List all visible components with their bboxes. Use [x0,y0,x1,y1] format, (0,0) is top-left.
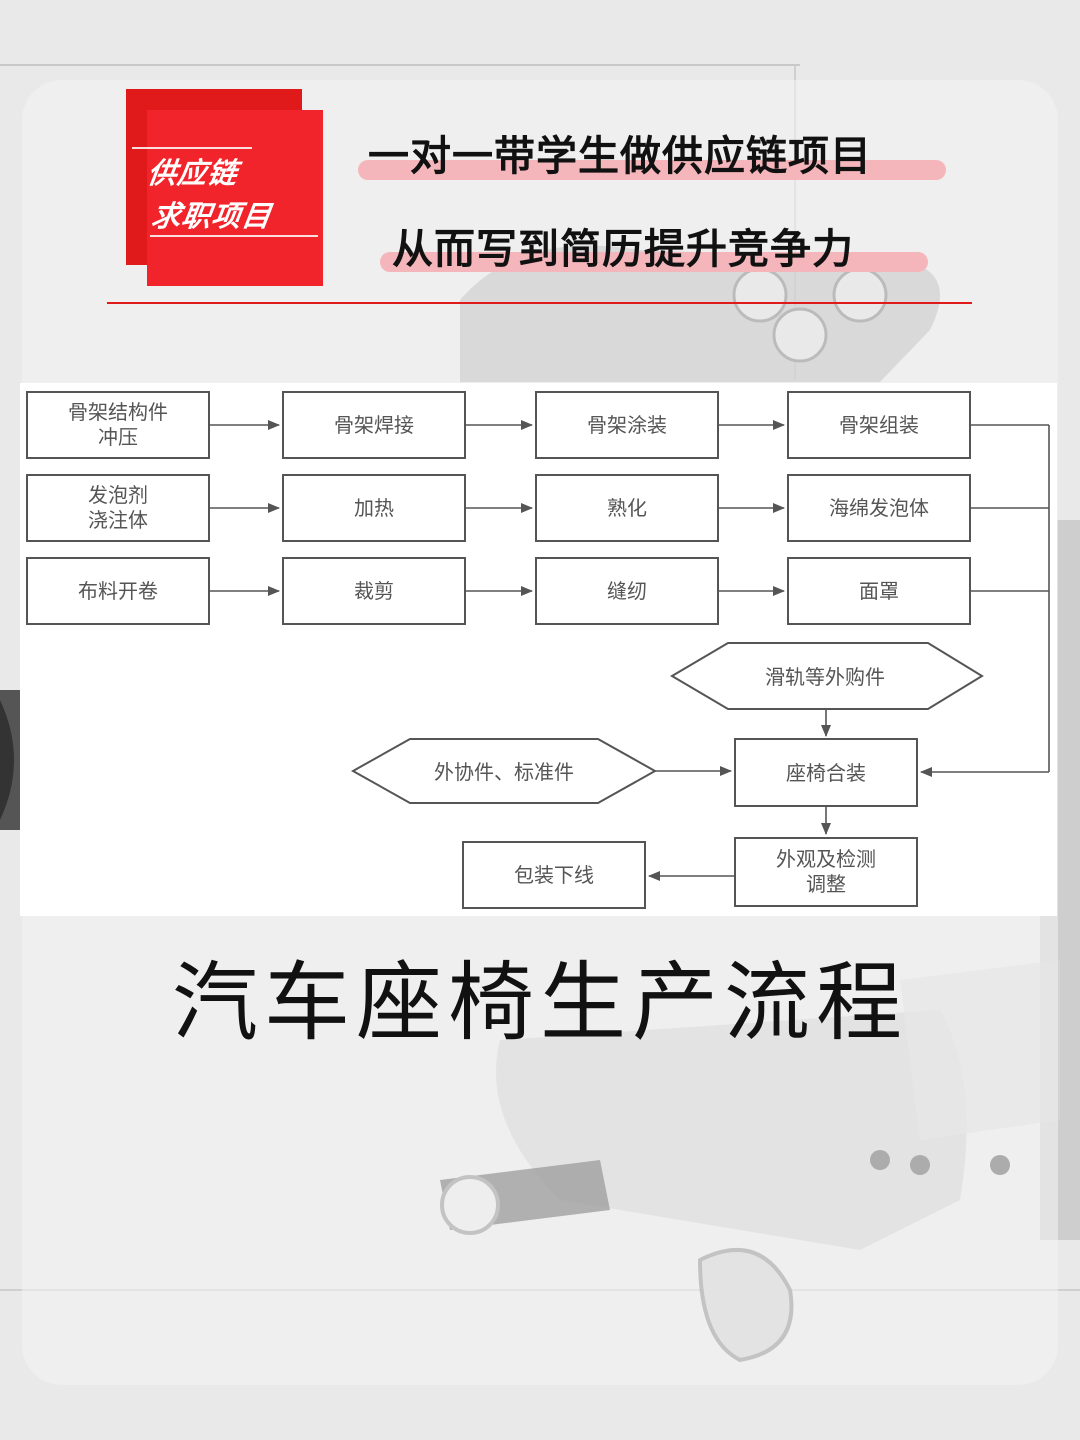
badge-bottom-line [150,235,318,237]
node-frame-stamping-label2: 冲压 [98,425,138,449]
node-frame-coating-label: 骨架涂装 [587,413,667,437]
node-frame-assembly-label: 骨架组装 [839,413,919,437]
node-foaming-agent: 发泡剂 浇注体 [26,474,210,542]
header-divider [107,302,972,304]
node-cutting-label: 裁剪 [354,579,394,603]
node-frame-assembly: 骨架组装 [787,391,971,459]
node-inspection: 外观及检测 调整 [734,837,918,907]
node-heating: 加热 [282,474,466,542]
node-cover-label: 面罩 [859,579,899,603]
node-sewing: 缝纫 [535,557,719,625]
node-purchased-parts-label: 滑轨等外购件 [765,665,885,689]
node-frame-welding-label: 骨架焊接 [334,413,414,437]
node-packing-label: 包装下线 [514,863,594,887]
node-frame-stamping-label: 骨架结构件 [68,400,168,424]
node-cutting: 裁剪 [282,557,466,625]
node-packing: 包装下线 [462,841,646,909]
node-foaming-agent-label2: 浇注体 [88,508,148,532]
node-curing-label: 熟化 [607,496,647,520]
node-cover: 面罩 [787,557,971,625]
node-sponge-foam: 海绵发泡体 [787,474,971,542]
node-seat-assembly-label: 座椅合装 [786,761,866,785]
node-outsourced-parts-label: 外协件、标准件 [434,760,574,784]
node-purchased-parts: 滑轨等外购件 [670,642,984,710]
page-title: 汽车座椅生产流程 [172,953,908,1053]
node-outsourced-parts: 外协件、标准件 [350,738,658,804]
node-inspection-label: 外观及检测 [776,847,876,871]
headline-line2: 从而写到简历提升竞争力 [392,225,854,273]
node-foaming-agent-label: 发泡剂 [88,483,148,507]
badge-top-line [132,147,252,149]
headline-line1: 一对一带学生做供应链项目 [368,132,872,180]
node-fabric-uncoiling: 布料开卷 [26,557,210,625]
node-heating-label: 加热 [354,496,394,520]
headline-line1-highlight [358,160,946,180]
node-frame-stamping: 骨架结构件 冲压 [26,391,210,459]
badge [147,110,323,286]
node-curing: 熟化 [535,474,719,542]
node-inspection-label2: 调整 [806,872,846,896]
node-fabric-uncoiling-label: 布料开卷 [78,579,158,603]
node-frame-welding: 骨架焊接 [282,391,466,459]
node-frame-coating: 骨架涂装 [535,391,719,459]
node-sponge-foam-label: 海绵发泡体 [829,496,929,520]
headline-line2-highlight [380,252,928,272]
node-seat-assembly: 座椅合装 [734,738,918,807]
node-sewing-label: 缝纫 [607,579,647,603]
